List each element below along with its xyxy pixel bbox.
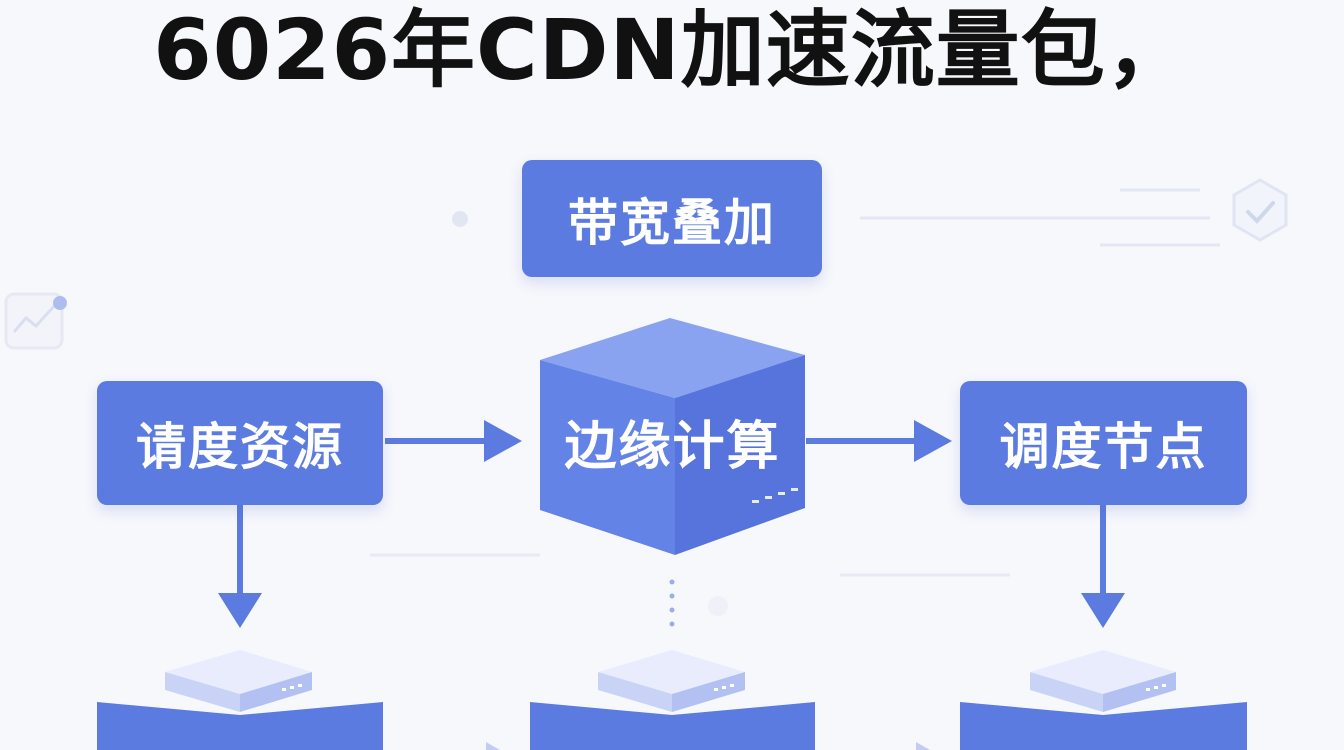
decor-lines-top-right <box>860 188 1220 247</box>
cube-vent-dots <box>752 488 798 503</box>
arrow-center-to-right <box>806 420 952 462</box>
node-request-resources: 请度资源 <box>97 381 383 505</box>
bottom-node-center <box>530 650 815 750</box>
page-title: 6026年CDN加速流量包， <box>153 1 1191 99</box>
node-edge-computing: 边缘计算 <box>564 417 781 477</box>
decor-dot-2 <box>708 596 728 616</box>
decor-dot <box>452 211 468 227</box>
node-bandwidth-overlay: 带宽叠加 <box>522 160 822 277</box>
arrow-right-down <box>1081 505 1125 628</box>
arrow-left-to-center <box>385 420 522 462</box>
check-badge-icon <box>1232 178 1288 242</box>
edge-computing-cube <box>540 318 805 555</box>
decor-lines-bottom <box>370 553 1010 577</box>
bottom-arrows <box>486 742 930 750</box>
dotted-connector <box>669 579 675 627</box>
chart-icon <box>4 292 67 350</box>
bottom-node-left <box>97 650 383 750</box>
arrow-left-down <box>218 505 262 628</box>
bottom-node-right <box>960 650 1247 750</box>
node-scheduling-nodes: 调度节点 <box>960 381 1247 505</box>
